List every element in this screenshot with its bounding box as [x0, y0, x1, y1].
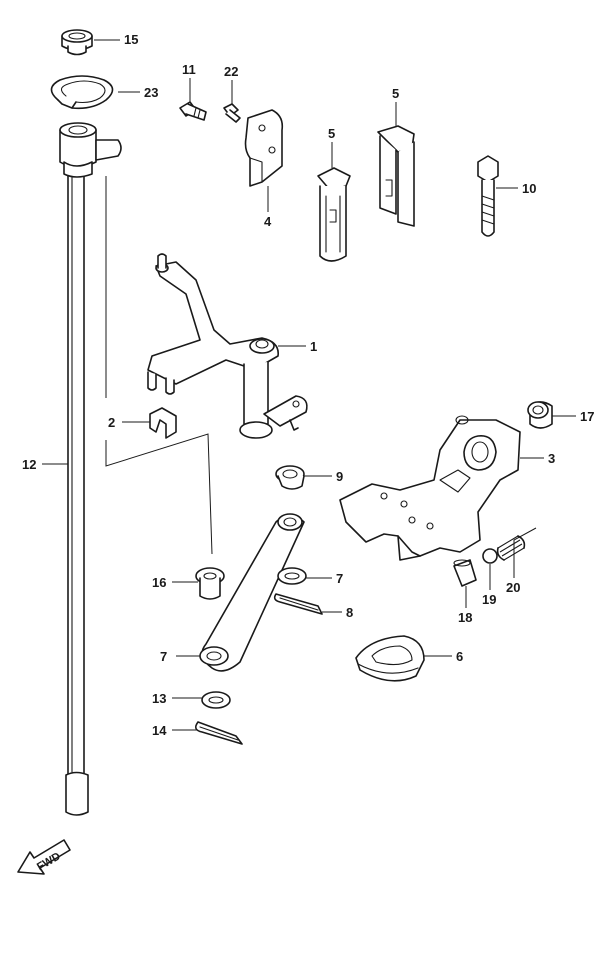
part-6-grommet [355, 635, 425, 682]
callout-11: 10 [522, 181, 536, 196]
callout-4: 4 [264, 214, 272, 229]
part-3-housing [339, 415, 521, 561]
part-16-plug [61, 29, 93, 56]
callout-18: 17 [580, 409, 594, 424]
callout-22: 22 [224, 64, 238, 79]
callout-7: 7 [160, 649, 167, 664]
callout-2: 2 [108, 415, 115, 430]
callout-labels: 15 23 11 22 4 5 5 10 1 2 12 9 3 17 16 7 … [22, 32, 594, 738]
fwd-arrow-icon: FWD [17, 839, 71, 875]
part-8-washer [277, 567, 307, 585]
part-18-plug [527, 401, 553, 429]
part-7-link [199, 513, 305, 672]
part-14-washer [201, 691, 231, 709]
part-20-ball [482, 548, 498, 564]
part-10-bushing [275, 465, 305, 490]
part-21-spring [496, 535, 526, 561]
callout-19: 18 [458, 610, 472, 625]
callout-10: 9 [336, 469, 343, 484]
callout-16: 15 [124, 32, 138, 47]
callout-15: 14 [152, 723, 167, 738]
callout-8: 7 [336, 571, 343, 586]
callout-23: 23 [144, 85, 158, 100]
callout-17: 16 [152, 575, 166, 590]
callout-14: 13 [152, 691, 166, 706]
part-17-bushing [195, 567, 225, 600]
part-2-bracket [149, 407, 177, 439]
part-22-screw [223, 103, 241, 123]
leader-lines [42, 39, 576, 731]
callout-6: 6 [456, 649, 463, 664]
fwd-label: FWD [35, 850, 63, 873]
part-5-clip-right [377, 125, 415, 227]
part-13-shift-rod [59, 122, 122, 816]
callout-5-right: 5 [392, 86, 399, 101]
callout-5-left: 5 [328, 126, 335, 141]
part-9-cotter-pin [273, 593, 323, 615]
callout-9: 8 [346, 605, 353, 620]
callout-20: 19 [482, 592, 496, 607]
part-11-bolt [477, 155, 499, 237]
part-4-plate [244, 109, 284, 187]
part-1-shift-lever [147, 253, 308, 439]
callout-3: 3 [548, 451, 555, 466]
part-15-cotter-pin [194, 721, 243, 745]
part-12-bolt [179, 101, 207, 121]
assembly-guide-lines [105, 176, 213, 555]
part-19-pin [453, 559, 477, 587]
callout-21: 20 [506, 580, 520, 595]
part-5-clip-left [317, 167, 351, 262]
callout-13: 12 [22, 457, 36, 472]
part-23-snap-ring [50, 75, 114, 110]
callout-12: 11 [182, 62, 196, 77]
callout-1: 1 [310, 339, 317, 354]
